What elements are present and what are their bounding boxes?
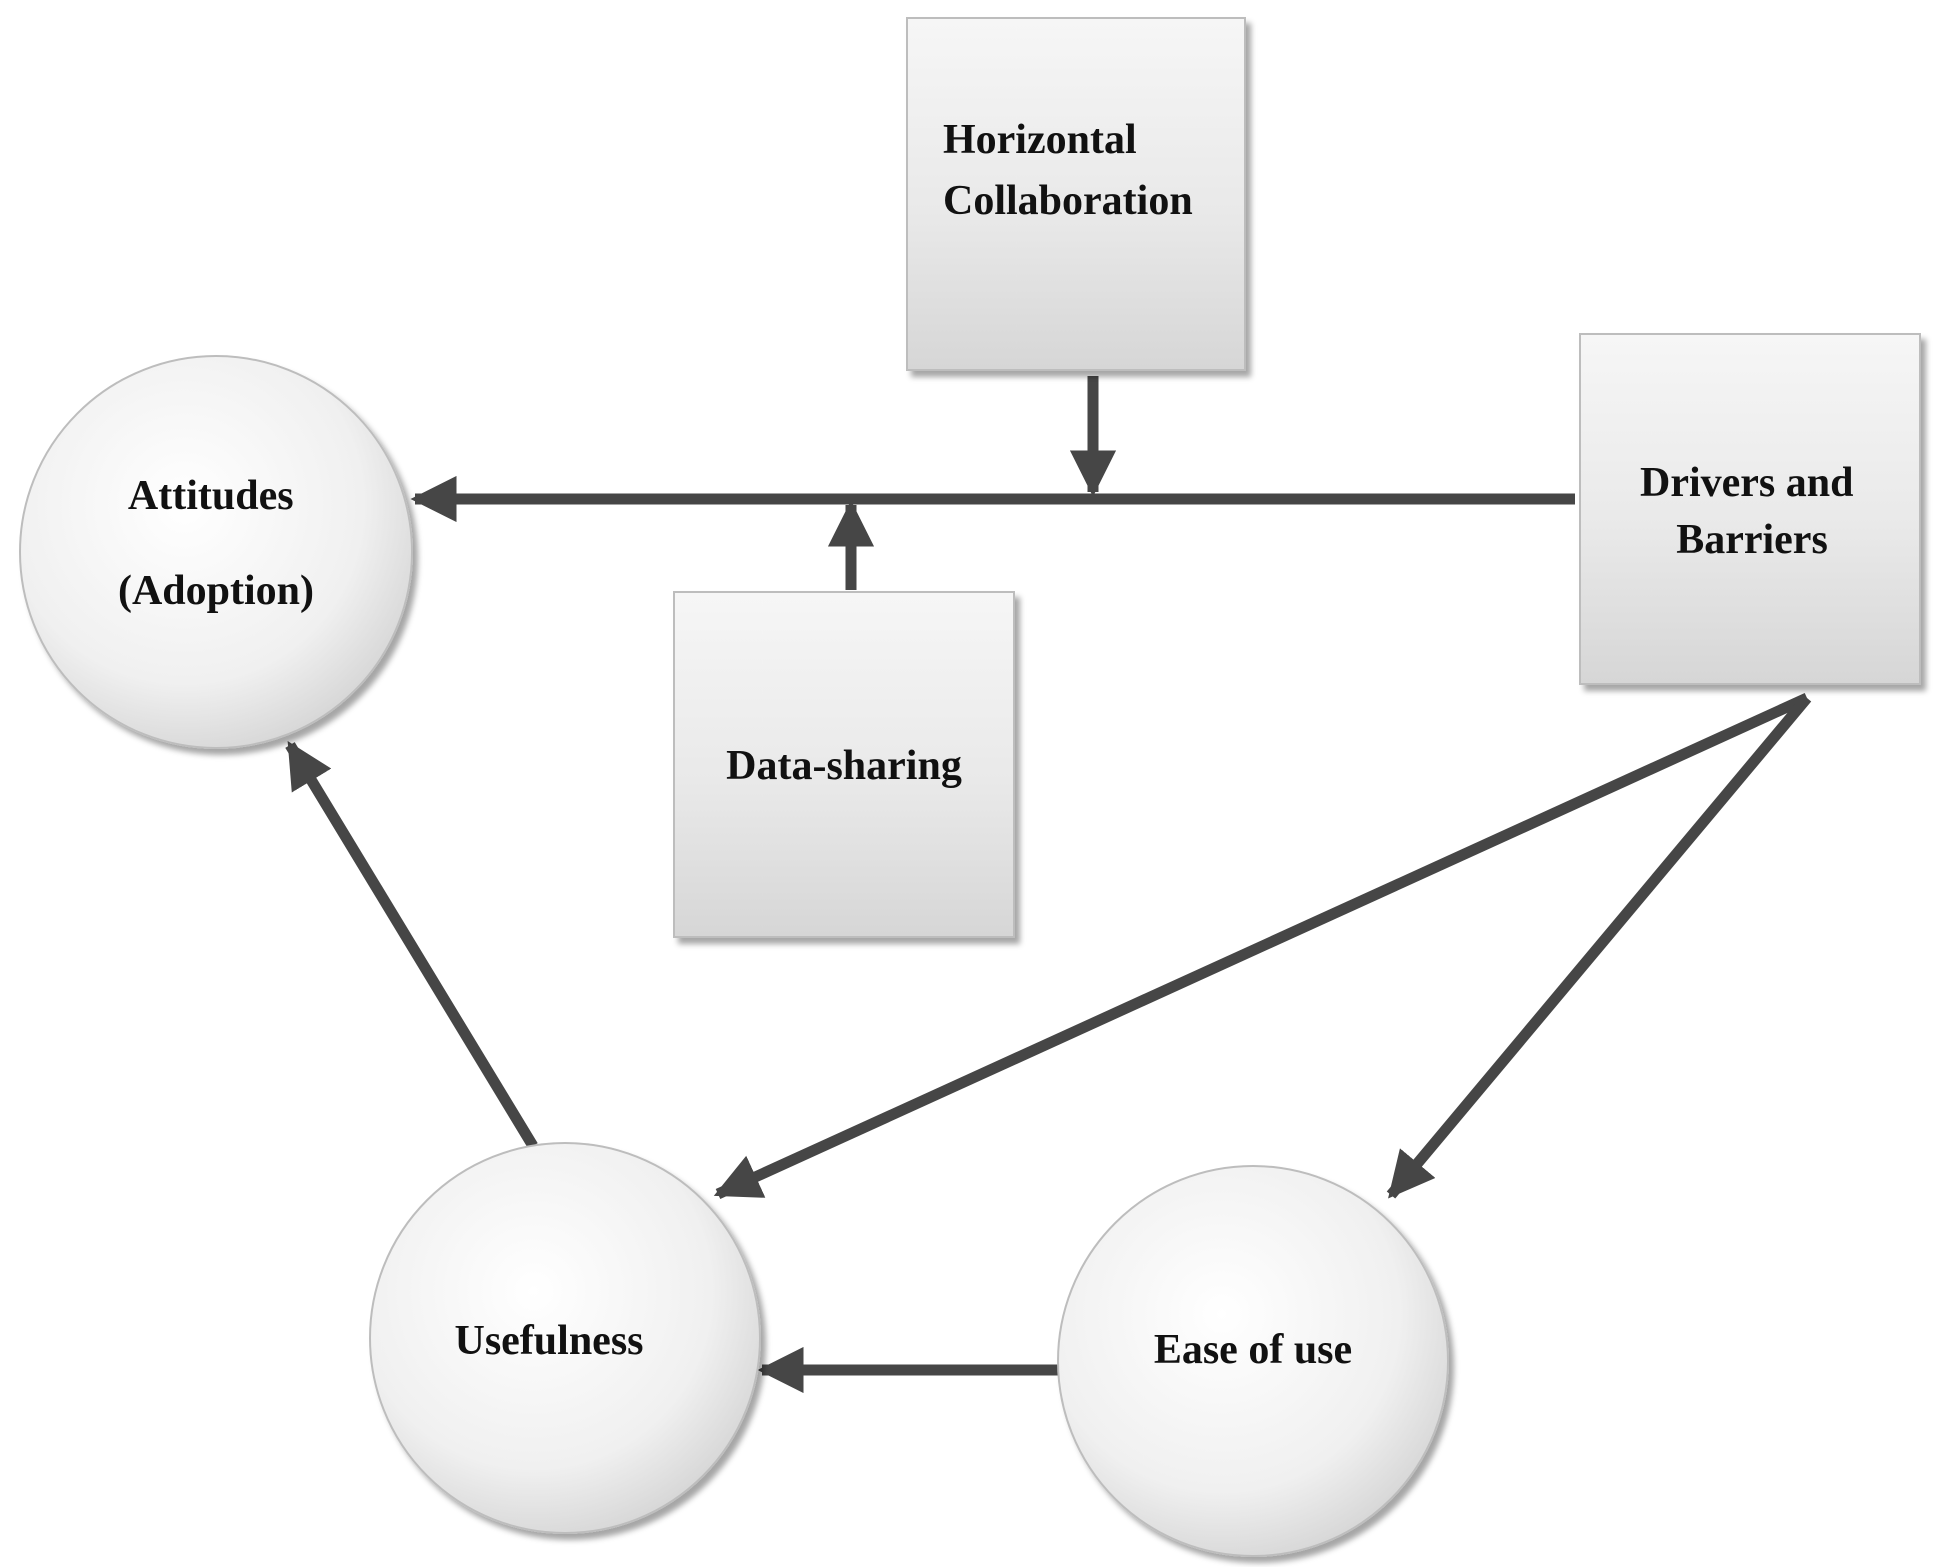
node-label-line: Horizontal [943,117,1137,163]
node-attitudes: Attitudes (Adoption) [19,355,413,749]
edge-drivers-to-ease-of-use [1386,694,1812,1199]
svg-text:Drivers and Barriers: Drivers and Barriers [1640,460,1864,563]
svg-text:Attitudes (Adoption): Attitudes (Adoption) [118,473,314,614]
svg-text:Horizontal Collaboration: Horizontal Collaboration [943,117,1193,224]
node-horizontal-collaboration: Horizontal Collaboration [906,17,1246,371]
node-ease-of-use: Ease of use [1057,1165,1449,1557]
node-label-line: Collaboration [943,178,1193,224]
svg-text:Ease of use: Ease of use [1154,1327,1352,1373]
node-label-line: Data-sharing [726,743,962,789]
edge-usefulness-to-attitudes [285,741,538,1149]
edge-drivers-to-usefulness [713,692,1810,1200]
node-label-line: Barriers [1676,517,1828,563]
node-label-line: Drivers and [1640,460,1854,506]
node-label-line: (Adoption) [118,568,314,614]
node-data-sharing: Data-sharing [673,591,1015,938]
node-label-line: Usefulness [454,1318,643,1364]
svg-text:Data-sharing: Data-sharing [726,743,962,789]
node-label-line: Ease of use [1154,1327,1352,1373]
node-usefulness: Usefulness [369,1142,761,1534]
node-drivers-and-barriers: Drivers and Barriers [1579,333,1921,685]
svg-text:Usefulness: Usefulness [454,1318,643,1364]
node-label-line: Attitudes [128,473,294,519]
